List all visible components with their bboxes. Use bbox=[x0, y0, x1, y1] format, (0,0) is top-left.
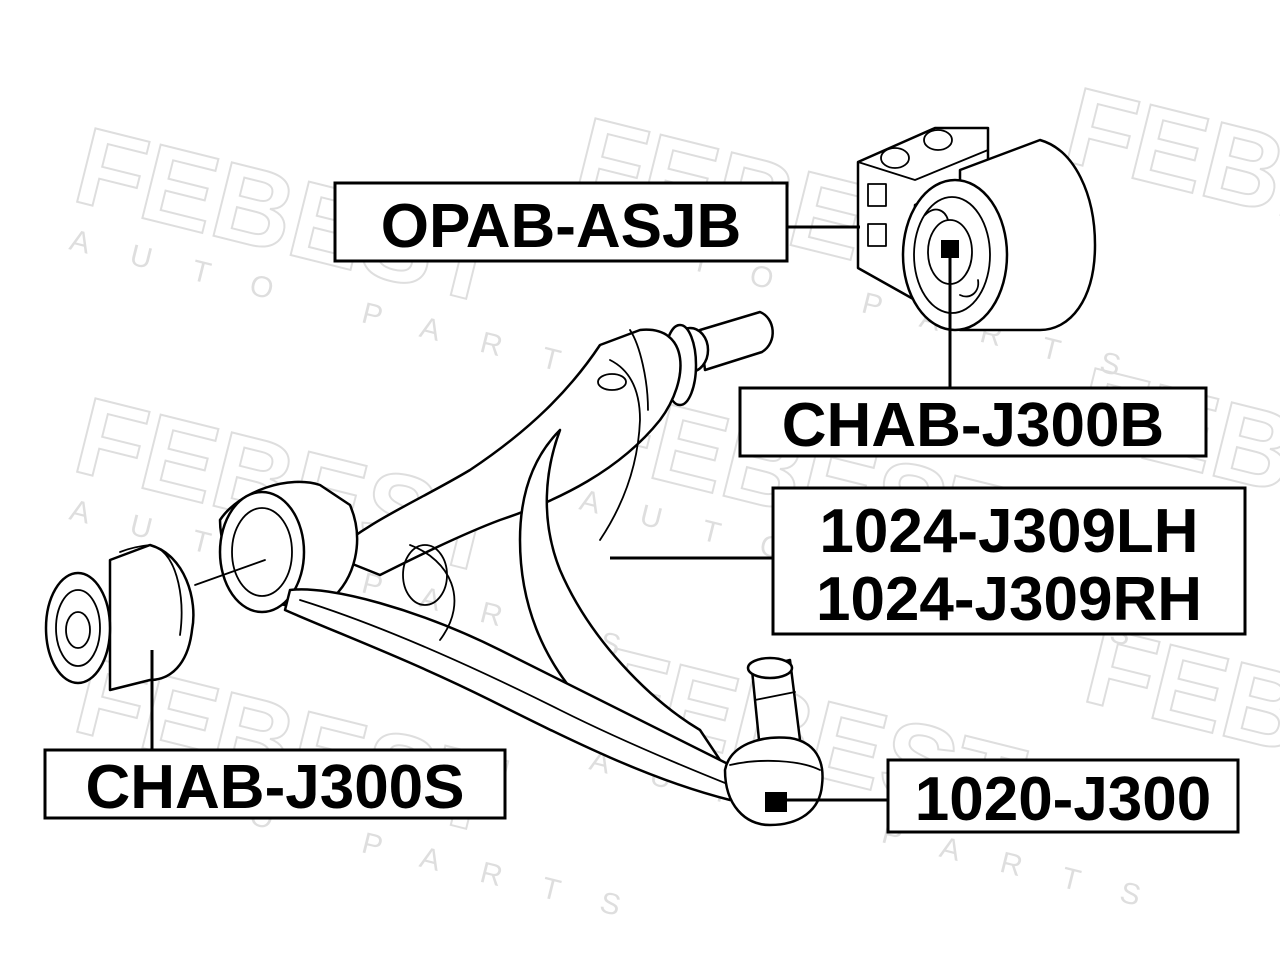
label-ball-joint-text: 1020-J300 bbox=[915, 765, 1212, 834]
label-arm-rh-text: 1024-J309RH bbox=[816, 565, 1202, 634]
label-ball-joint: 1020-J300 bbox=[886, 758, 1240, 834]
front-bushing-drawing bbox=[44, 543, 266, 692]
rear-bushing-drawing bbox=[856, 126, 1097, 332]
label-opab-asjb-text: OPAB-ASJB bbox=[381, 192, 742, 261]
label-opab-asjb: OPAB-ASJB bbox=[333, 181, 789, 263]
label-chab-j300b: CHAB-J300B bbox=[738, 386, 1208, 460]
leader-lines bbox=[150, 225, 952, 802]
label-chab-j300s: CHAB-J300S bbox=[43, 748, 507, 822]
label-arm-lh-text: 1024-J309LH bbox=[819, 497, 1198, 566]
label-chab-j300s-text: CHAB-J300S bbox=[85, 753, 464, 822]
control-arm-drawing bbox=[218, 310, 824, 827]
label-chab-j300b-text: CHAB-J300B bbox=[782, 391, 1164, 460]
label-control-arm: 1024-J309LH 1024-J309RH bbox=[771, 486, 1247, 636]
